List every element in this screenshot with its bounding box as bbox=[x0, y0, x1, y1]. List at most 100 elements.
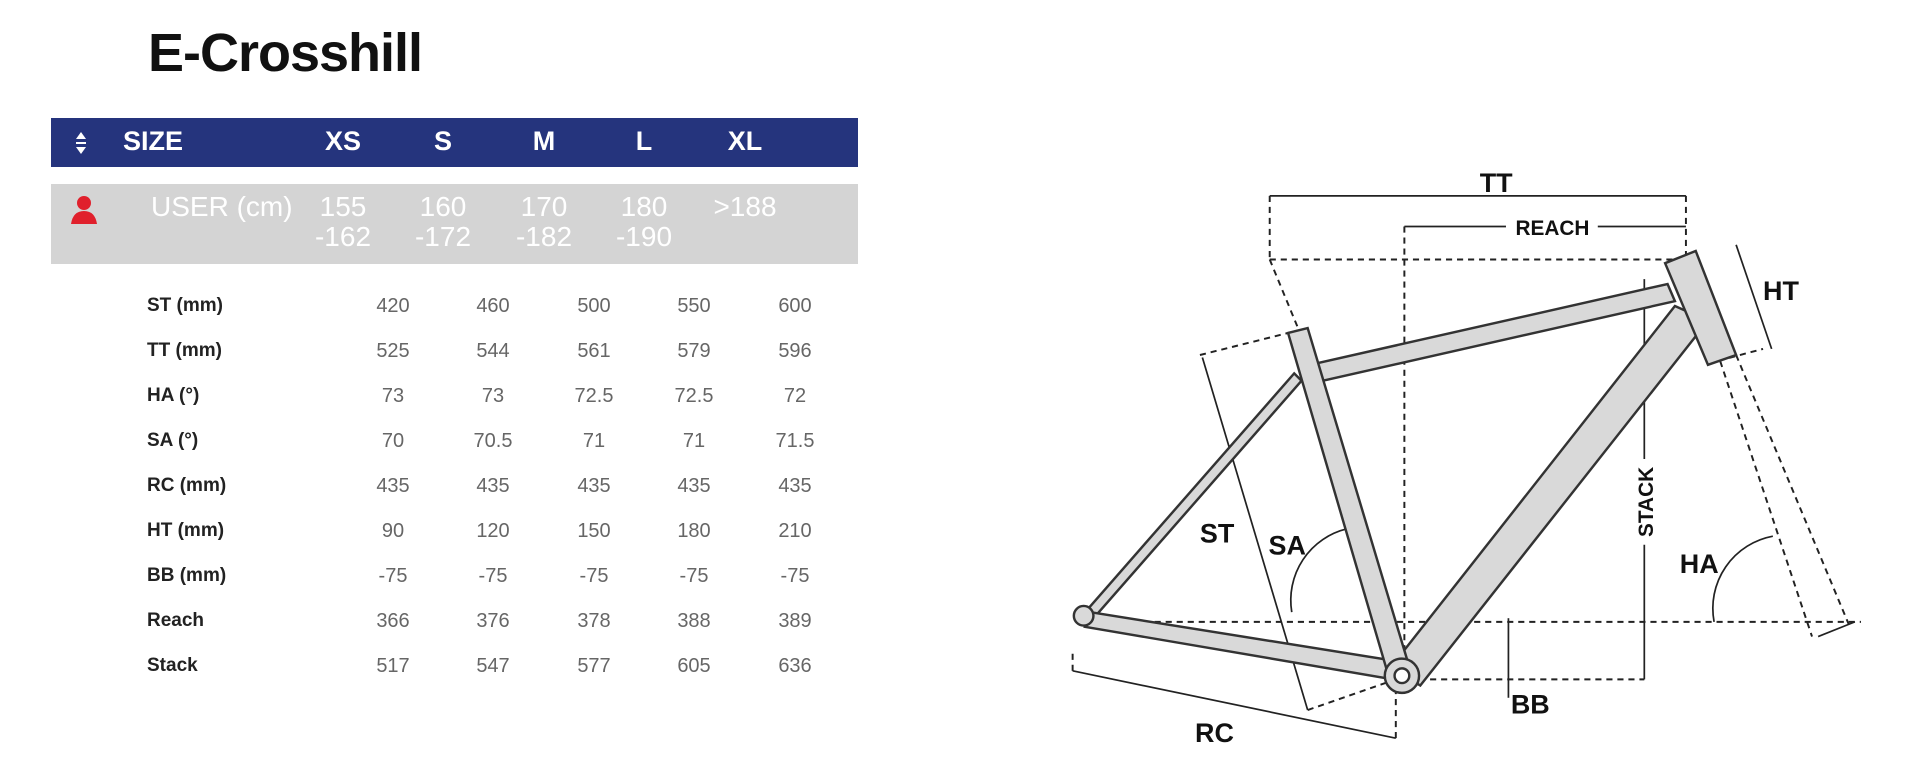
row-value: -75 bbox=[679, 565, 709, 587]
user-label: USER (cm) bbox=[151, 191, 293, 222]
row-value: 435 bbox=[376, 475, 410, 497]
row-value: 550 bbox=[677, 295, 711, 317]
user-m: 170-182 bbox=[494, 192, 594, 252]
row-label: RC (mm) bbox=[147, 475, 227, 496]
sort-icon[interactable] bbox=[74, 131, 88, 155]
row-value: 378 bbox=[577, 610, 611, 632]
size-header-row: SIZE XS S M L XL bbox=[51, 118, 858, 167]
size-s: S bbox=[433, 126, 452, 156]
table-row: Reach 366 376 378 388 389 bbox=[0, 610, 860, 650]
size-m: M bbox=[532, 126, 556, 156]
table-row: SA (°) 70 70.5 71 71 71.5 bbox=[0, 430, 860, 470]
size-xl: XL bbox=[727, 126, 763, 156]
row-value: 525 bbox=[376, 340, 410, 362]
size-l: L bbox=[635, 126, 653, 156]
bike-frame bbox=[1072, 249, 1738, 695]
user-s-max: -172 bbox=[414, 221, 472, 252]
row-value: 435 bbox=[577, 475, 611, 497]
row-label: HA (°) bbox=[147, 385, 200, 406]
row-value: 517 bbox=[376, 655, 410, 677]
size-xs: XS bbox=[324, 126, 362, 156]
row-value: 210 bbox=[778, 520, 812, 542]
row-value: 600 bbox=[778, 295, 812, 317]
row-value: 180 bbox=[677, 520, 711, 542]
table-row: HA (°) 73 73 72.5 72.5 72 bbox=[0, 385, 860, 425]
row-label: ST (mm) bbox=[147, 295, 223, 316]
table-row: TT (mm) 525 544 561 579 596 bbox=[0, 340, 860, 380]
row-value: 71 bbox=[682, 430, 706, 452]
row-value: 596 bbox=[778, 340, 812, 362]
user-l-min: 180 bbox=[620, 191, 668, 222]
label-ha: HA bbox=[1680, 549, 1719, 579]
row-value: 435 bbox=[476, 475, 510, 497]
row-value: 561 bbox=[577, 340, 611, 362]
user-xl-min: >188 bbox=[713, 191, 777, 222]
label-sa: SA bbox=[1268, 531, 1305, 561]
row-value: 150 bbox=[577, 520, 611, 542]
user-icon bbox=[71, 196, 97, 224]
row-label: Reach bbox=[147, 610, 205, 631]
row-value: 70 bbox=[381, 430, 405, 452]
table-row: RC (mm) 435 435 435 435 435 bbox=[0, 475, 860, 515]
row-value: 90 bbox=[381, 520, 405, 542]
table-row: Stack 517 547 577 605 636 bbox=[0, 655, 860, 695]
label-ht: HT bbox=[1763, 276, 1799, 306]
page-title: E-Crosshill bbox=[148, 23, 423, 83]
row-value: 544 bbox=[476, 340, 510, 362]
user-height-row: USER (cm) 155-162 160-172 170-182 180-19… bbox=[51, 184, 858, 264]
user-l-max: -190 bbox=[615, 221, 673, 252]
row-value: 73 bbox=[481, 385, 505, 407]
user-s-min: 160 bbox=[419, 191, 467, 222]
row-value: 579 bbox=[677, 340, 711, 362]
row-value: 460 bbox=[476, 295, 510, 317]
row-value: 366 bbox=[376, 610, 410, 632]
dimension-guides bbox=[1071, 195, 1861, 739]
row-value: 636 bbox=[778, 655, 812, 677]
row-value: -75 bbox=[579, 565, 609, 587]
row-value: 605 bbox=[677, 655, 711, 677]
row-value: 389 bbox=[778, 610, 812, 632]
user-m-min: 170 bbox=[520, 191, 568, 222]
row-value: -75 bbox=[378, 565, 408, 587]
row-value: 547 bbox=[476, 655, 510, 677]
label-st: ST bbox=[1200, 518, 1235, 548]
row-value: 577 bbox=[577, 655, 611, 677]
row-value: 71 bbox=[582, 430, 606, 452]
user-l: 180-190 bbox=[594, 192, 694, 252]
table-row: HT (mm) 90 120 150 180 210 bbox=[0, 520, 860, 560]
table-row: BB (mm) -75 -75 -75 -75 -75 bbox=[0, 565, 860, 605]
label-rc: RC bbox=[1195, 718, 1234, 748]
row-value: -75 bbox=[478, 565, 508, 587]
row-value: 435 bbox=[778, 475, 812, 497]
user-xs-max: -162 bbox=[314, 221, 372, 252]
row-value: 388 bbox=[677, 610, 711, 632]
row-value: 500 bbox=[577, 295, 611, 317]
row-value: 420 bbox=[376, 295, 410, 317]
row-value: 435 bbox=[677, 475, 711, 497]
row-label: HT (mm) bbox=[147, 520, 225, 541]
row-value: -75 bbox=[780, 565, 810, 587]
label-stack: STACK bbox=[1635, 467, 1658, 537]
user-s: 160-172 bbox=[393, 192, 493, 252]
row-value: 72.5 bbox=[574, 385, 614, 407]
label-bb: BB bbox=[1511, 690, 1550, 720]
label-tt: TT bbox=[1480, 168, 1513, 198]
row-label: BB (mm) bbox=[147, 565, 227, 586]
table-row: ST (mm) 420 460 500 550 600 bbox=[0, 295, 860, 335]
row-value: 120 bbox=[476, 520, 510, 542]
row-label: Stack bbox=[147, 655, 198, 676]
user-xs: 155-162 bbox=[293, 192, 393, 252]
row-value: 73 bbox=[381, 385, 405, 407]
row-value: 72.5 bbox=[674, 385, 714, 407]
row-value: 70.5 bbox=[473, 430, 513, 452]
row-value: 72 bbox=[783, 385, 807, 407]
size-header-label: SIZE bbox=[123, 126, 184, 156]
user-xl: >188 bbox=[695, 192, 795, 222]
row-value: 71.5 bbox=[775, 430, 815, 452]
label-reach: REACH bbox=[1516, 217, 1590, 240]
row-label: TT (mm) bbox=[147, 340, 222, 361]
row-value: 376 bbox=[476, 610, 510, 632]
row-label: SA (°) bbox=[147, 430, 199, 451]
user-m-max: -182 bbox=[515, 221, 573, 252]
